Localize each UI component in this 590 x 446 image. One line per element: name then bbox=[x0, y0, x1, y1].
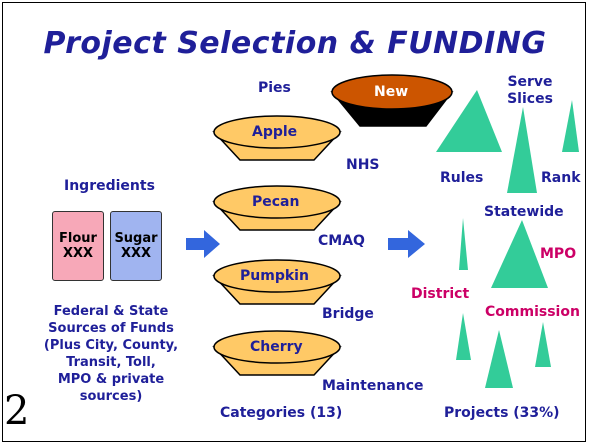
pie-label-apple: Apple bbox=[252, 124, 298, 140]
flour-value: XXX bbox=[62, 246, 94, 261]
sources-line: Federal & State bbox=[53, 304, 169, 319]
pie-label-pumpkin: Pumpkin bbox=[240, 268, 309, 284]
category-cmaq: CMAQ bbox=[318, 233, 365, 249]
slide-title: Project Selection & FUNDING bbox=[43, 26, 547, 61]
slice-triangle bbox=[456, 313, 471, 360]
sources-line: Sources of Funds bbox=[48, 321, 174, 336]
arrow-pies-to-slices bbox=[388, 230, 425, 258]
mpo-label: MPO bbox=[540, 246, 577, 262]
pie-new bbox=[330, 74, 454, 127]
funding-sources-text: Federal & State Sources of Funds (Plus C… bbox=[28, 303, 194, 405]
rank-label: Rank bbox=[541, 170, 581, 186]
serve-slices-line: Slices bbox=[507, 91, 553, 107]
categories-footer: Categories (13) bbox=[220, 405, 343, 421]
slice-triangle bbox=[459, 218, 468, 270]
pie-label-pecan: Pecan bbox=[252, 194, 300, 210]
statewide-label: Statewide bbox=[484, 204, 564, 220]
slice-triangle bbox=[507, 107, 537, 193]
new-pie-label: New bbox=[374, 84, 409, 100]
sugar-value: XXX bbox=[120, 246, 152, 261]
slice-triangle bbox=[491, 220, 548, 288]
rules-label: Rules bbox=[440, 170, 484, 186]
sugar-box: Sugar XXX bbox=[110, 211, 162, 281]
category-bridge: Bridge bbox=[322, 306, 374, 322]
slide-number: 2 bbox=[4, 388, 30, 434]
flour-label: Flour bbox=[59, 231, 97, 246]
pie-apple bbox=[212, 115, 342, 161]
projects-footer: Projects (33%) bbox=[444, 405, 560, 421]
sources-line: Transit, Toll, bbox=[66, 355, 156, 370]
slide-frame bbox=[2, 2, 586, 442]
slices-group bbox=[436, 90, 579, 388]
serve-slices-heading: Serve Slices bbox=[495, 74, 565, 108]
flour-box: Flour XXX bbox=[52, 211, 104, 281]
commission-label: Commission bbox=[485, 304, 580, 320]
pie-pumpkin bbox=[212, 259, 342, 305]
category-maintenance: Maintenance bbox=[322, 378, 424, 394]
pie-cherry bbox=[212, 330, 342, 376]
slice-triangle bbox=[535, 322, 551, 367]
serve-slices-line: Serve bbox=[507, 74, 553, 90]
slice-triangle bbox=[562, 100, 579, 152]
sources-line: (Plus City, County, bbox=[43, 338, 179, 353]
ingredients-heading: Ingredients bbox=[64, 178, 155, 194]
category-nhs: NHS bbox=[346, 157, 380, 173]
sugar-label: Sugar bbox=[114, 231, 158, 246]
slice-triangle bbox=[436, 90, 502, 152]
slice-triangle bbox=[485, 330, 513, 388]
pies-heading: Pies bbox=[258, 80, 291, 96]
arrow-ingredients-to-pies bbox=[186, 230, 220, 258]
district-label: District bbox=[411, 286, 470, 302]
pie-pecan bbox=[212, 185, 342, 231]
pie-label-cherry: Cherry bbox=[250, 339, 303, 355]
sources-line: sources) bbox=[79, 389, 143, 404]
sources-line: MPO & private bbox=[57, 372, 165, 387]
